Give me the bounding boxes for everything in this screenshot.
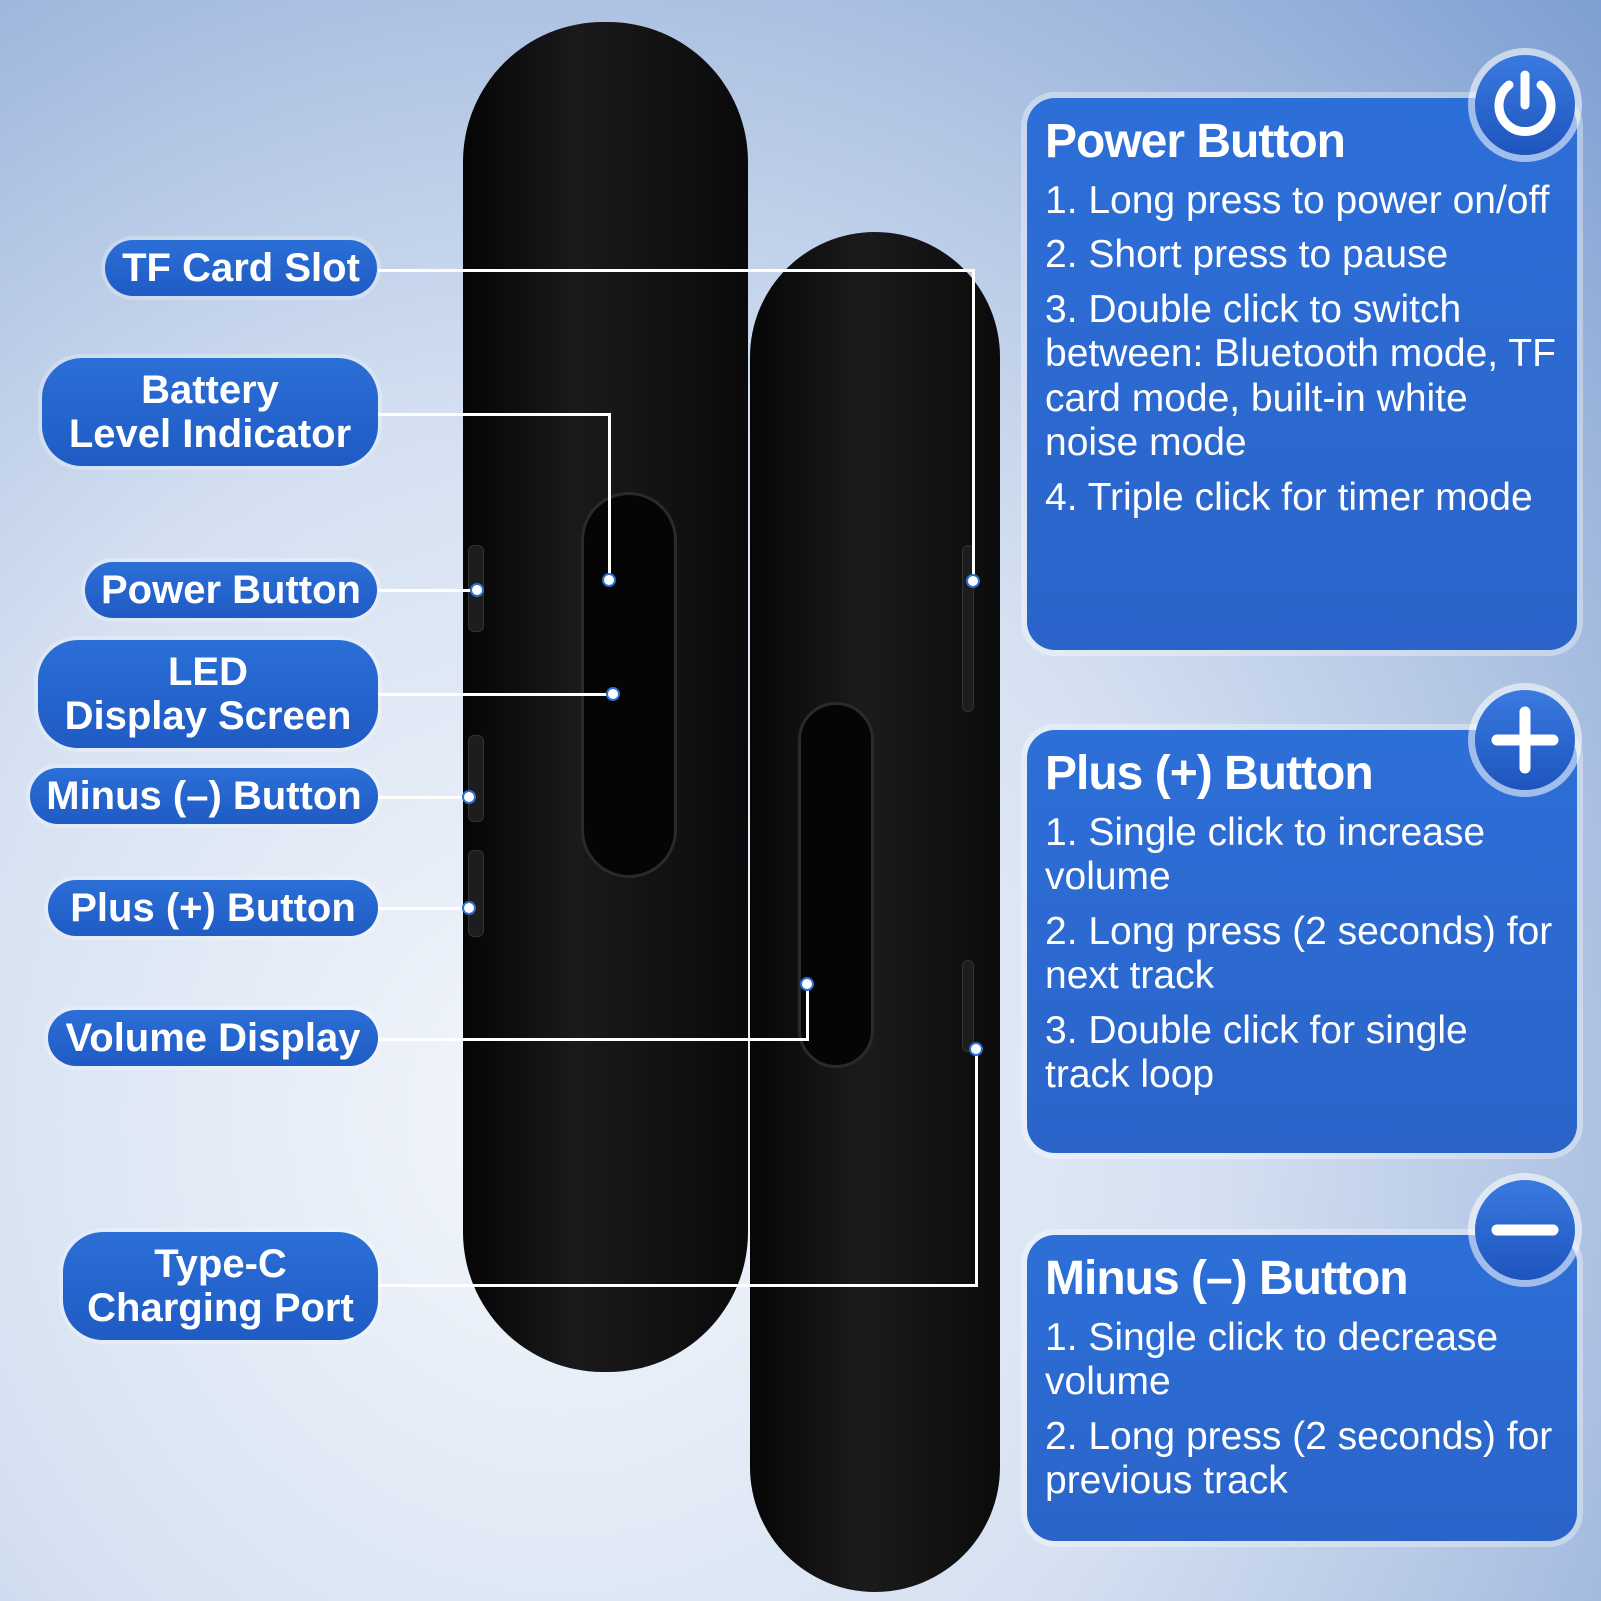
typec-port-opening (962, 960, 974, 1052)
volume-leader (378, 1038, 808, 1041)
minus-icon (1475, 1180, 1575, 1280)
typec-leader-vertical (975, 1047, 978, 1287)
led-point (606, 687, 620, 701)
plus-leader (378, 907, 468, 910)
minus-side-button[interactable] (468, 735, 484, 822)
speaker-back-device (463, 22, 748, 1372)
minus-leader (378, 796, 468, 799)
power-leader (378, 589, 475, 592)
power-panel-title: Power Button (1045, 115, 1346, 168)
battery-leader (378, 413, 610, 416)
typec-point (969, 1042, 983, 1056)
power-item-1: 1. Long press to power on/off (1045, 179, 1550, 222)
power-item-3: 3. Double click to switch between: Bluet… (1045, 287, 1556, 465)
led-leader (378, 693, 613, 696)
minus-button-panel: Minus (–) Button 1. Single click to decr… (1027, 1235, 1577, 1541)
power-item-2: 2. Short press to pause (1045, 233, 1449, 277)
minus-point (462, 790, 476, 804)
tf-card-point (966, 574, 980, 588)
tf-card-slot-label: TF Card Slot (105, 240, 377, 296)
plus-icon (1475, 690, 1575, 790)
minus-panel-title: Minus (–) Button (1045, 1252, 1409, 1305)
volume-display-label: Volume Display (48, 1010, 378, 1066)
plus-panel-title: Plus (+) Button (1045, 747, 1374, 800)
tf-card-leader (378, 269, 974, 272)
plus-point (462, 901, 476, 915)
speaker-front-device (750, 232, 1000, 1592)
led-display-screen-back (581, 492, 677, 878)
tf-card-leader-vertical (972, 269, 975, 579)
volume-point (800, 977, 814, 991)
plus-item-2: 2. Long press (2 seconds) for next track (1045, 909, 1553, 998)
led-display-screen-front (798, 702, 874, 1068)
battery-leader-vertical (608, 413, 611, 578)
minus-button-label: Minus (–) Button (30, 768, 378, 824)
typec-leader (378, 1284, 978, 1287)
plus-item-1: 1. Single click to increase volume (1045, 811, 1486, 899)
power-item-4: 4. Triple click for timer mode (1045, 475, 1533, 519)
plus-side-button[interactable] (468, 850, 484, 937)
minus-item-2: 2. Long press (2 seconds) for previous t… (1045, 1414, 1553, 1503)
plus-item-3: 3. Double click for single track loop (1045, 1008, 1468, 1097)
plus-button-panel: Plus (+) Button 1. Single click to incre… (1027, 730, 1577, 1153)
plus-button-label: Plus (+) Button (48, 880, 378, 936)
minus-item-1: 1. Single click to decrease volume (1045, 1316, 1499, 1404)
battery-point (602, 573, 616, 587)
power-point (470, 583, 484, 597)
power-button-label: Power Button (85, 562, 377, 618)
power-icon (1475, 55, 1575, 155)
power-button-panel: Power Button 1. Long press to power on/o… (1027, 98, 1577, 650)
volume-leader-vertical (806, 982, 809, 1041)
